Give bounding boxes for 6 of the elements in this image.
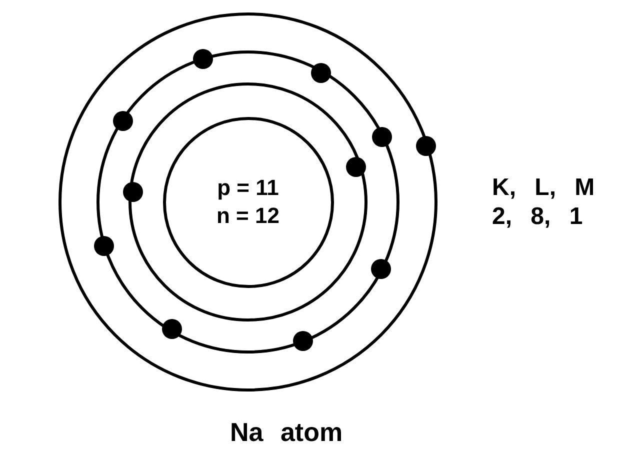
proton-count: p = 11 xyxy=(217,174,279,202)
neutron-count: n = 12 xyxy=(216,202,280,230)
electron-counts: 2, 8, 1 xyxy=(492,202,583,230)
shell-letters: K, L, M xyxy=(492,172,595,202)
nucleus-circle xyxy=(162,116,334,288)
diagram-caption: Na atom xyxy=(230,417,343,447)
